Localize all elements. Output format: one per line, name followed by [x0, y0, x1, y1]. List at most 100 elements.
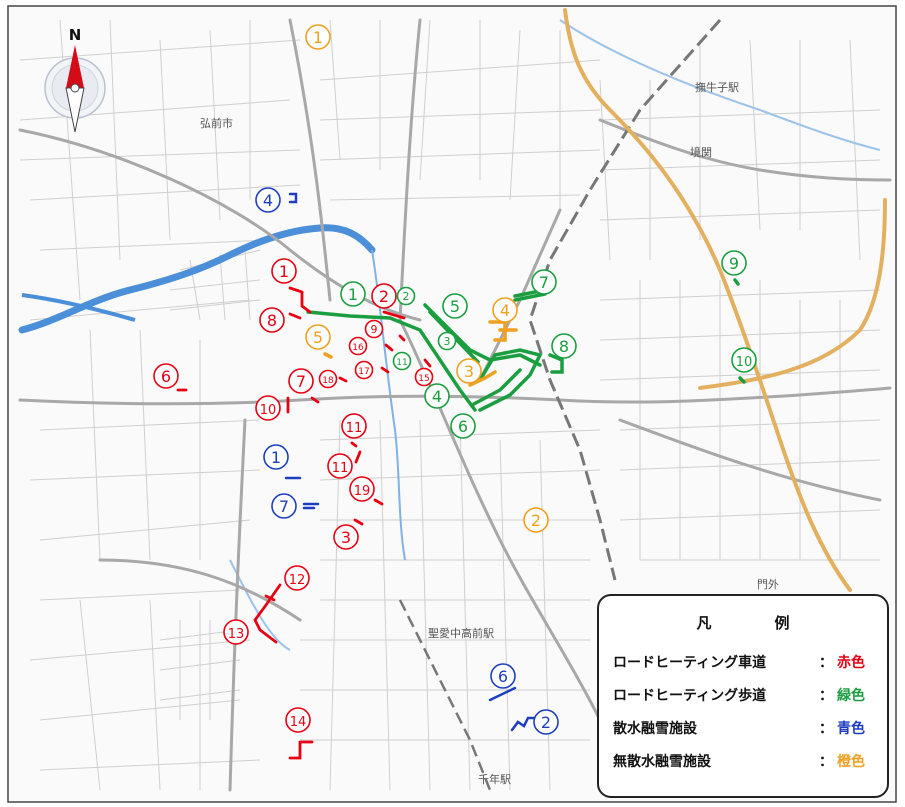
red-marker-9: 9 [364, 319, 384, 339]
red-marker-label: 19 [354, 484, 371, 499]
red-marker-11: 11 [327, 453, 353, 479]
legend-label: 散水融雪施設 [613, 721, 697, 737]
red-marker-12: 12 [284, 565, 310, 591]
green-marker-3: 3 [437, 331, 457, 351]
orange-marker-5: 5 [305, 324, 331, 350]
orange-marker-label: 5 [313, 328, 323, 347]
red-marker-6: 6 [153, 363, 179, 389]
red-marker-2: 2 [371, 283, 397, 309]
legend-label: 無散水融雪施設 [613, 754, 711, 770]
minor-roads [19, 19, 881, 791]
legend-separator: ： [819, 688, 833, 704]
red-marker-10: 10 [255, 395, 281, 421]
red-marker-label: 10 [260, 403, 277, 418]
red-marker-label: 8 [267, 311, 277, 330]
red-marker-label: 3 [341, 528, 351, 547]
legend-row: 散水融雪施設 ：青色 [613, 718, 865, 738]
place-label: 境関 [690, 145, 712, 159]
legend-label: ロードヒーティング車道 [613, 655, 767, 671]
legend: 凡 例 ロードヒーティング車道：赤色ロードヒーティング歩道：緑色散水融雪施設：青… [597, 594, 889, 798]
green-marker-label: 6 [458, 417, 468, 436]
orange-marker-2: 2 [523, 507, 549, 533]
north-arrow: N [44, 26, 106, 133]
red-marker-label: 6 [161, 367, 171, 386]
red-marker-label: 11 [346, 421, 363, 436]
orange-marker-label: 1 [313, 28, 323, 47]
place-label: 聖愛中高前駅 [428, 626, 494, 640]
major-roads [18, 18, 892, 792]
red-marker-label: 14 [290, 715, 307, 730]
red-marker-label: 9 [371, 323, 378, 336]
green-marker-5: 5 [442, 293, 468, 319]
legend-color-value: 青色 [837, 721, 865, 737]
blue-marker-7: 7 [271, 493, 297, 519]
red-marker-17: 17 [354, 360, 374, 380]
place-label: 千年駅 [478, 772, 511, 786]
place-label: 撫牛子駅 [695, 80, 739, 94]
green-marker-label: 9 [729, 254, 739, 273]
legend-row: ロードヒーティング歩道：緑色 [613, 685, 865, 705]
red-marker-label: 13 [228, 627, 245, 642]
red-marker-label: 11 [332, 461, 349, 476]
green-marker-4: 4 [424, 383, 450, 409]
green-marker-label: 1 [348, 285, 358, 304]
red-marker-7: 7 [288, 368, 314, 394]
green-marker-label: 2 [403, 290, 410, 303]
orange-marker-1: 1 [305, 24, 331, 50]
legend-color-value: 橙色 [837, 754, 865, 770]
legend-color-value: 赤色 [837, 655, 865, 671]
green-marker-2: 2 [396, 286, 416, 306]
orange-marker-label: 2 [531, 511, 541, 530]
green-marker-label: 10 [736, 355, 753, 370]
red-marker-label: 2 [379, 287, 389, 306]
green-marker-7: 7 [531, 269, 557, 295]
red-marker-label: 12 [289, 573, 306, 588]
blue-marker-label: 2 [541, 713, 551, 732]
red-marker-13: 13 [223, 619, 249, 645]
highway [563, 8, 887, 592]
blue-marker-6: 6 [490, 663, 516, 689]
orange-facility-lines [323, 320, 518, 387]
green-marker-label: 11 [396, 358, 407, 368]
blue-marker-label: 6 [498, 667, 508, 686]
legend-row: ロードヒーティング車道 ：赤色 [613, 652, 865, 672]
green-marker-10: 10 [731, 347, 757, 373]
green-marker-label: 7 [539, 273, 549, 292]
red-marker-label: 7 [296, 372, 306, 391]
blue-facility-lines [284, 192, 536, 732]
green-marker-label: 3 [444, 335, 451, 348]
green-marker-label: 8 [559, 337, 569, 356]
orange-marker-label: 3 [464, 362, 474, 381]
green-marker-11: 11 [392, 351, 412, 371]
legend-separator: ： [819, 655, 833, 671]
red-marker-19: 19 [349, 476, 375, 502]
legend-color-value: 緑色 [837, 688, 865, 704]
red-marker-label: 16 [352, 343, 364, 353]
red-marker-label: 17 [358, 367, 369, 377]
blue-marker-label: 7 [279, 497, 289, 516]
blue-marker-label: 4 [263, 191, 273, 210]
red-marker-1: 1 [271, 258, 297, 284]
orange-marker-label: 4 [500, 301, 510, 320]
red-marker-11: 11 [341, 413, 367, 439]
blue-marker-4: 4 [255, 187, 281, 213]
green-marker-8: 8 [551, 333, 577, 359]
red-marker-15: 15 [414, 367, 434, 387]
green-marker-9: 9 [721, 250, 747, 276]
red-marker-14: 14 [285, 707, 311, 733]
north-label: N [69, 26, 82, 44]
red-marker-18: 18 [318, 369, 338, 389]
legend-separator: ： [819, 721, 833, 737]
blue-marker-1: 1 [263, 444, 289, 470]
railway [398, 19, 722, 791]
orange-marker-3: 3 [456, 358, 482, 384]
red-road-lines [176, 286, 432, 760]
legend-separator: ： [819, 754, 833, 770]
red-marker-label: 1 [279, 262, 289, 281]
green-marker-1: 1 [340, 281, 366, 307]
red-marker-3: 3 [333, 524, 359, 550]
